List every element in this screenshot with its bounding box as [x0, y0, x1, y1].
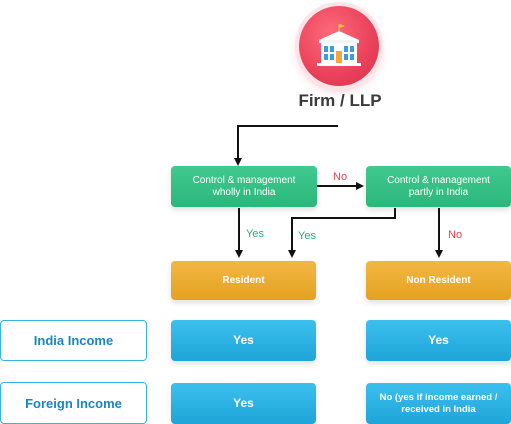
cell-foreign-non-resident: No (yes if income earned / received in I…	[366, 383, 511, 424]
node-resident-label: Resident	[222, 274, 265, 286]
edge-label-no-right: No	[448, 229, 463, 241]
edge-label-yes-left: Yes	[246, 228, 264, 240]
firm-icon-circle	[299, 6, 379, 86]
row-label-foreign-income: Foreign Income	[0, 382, 147, 424]
government-building-icon	[317, 24, 361, 66]
node-non-resident: Non Resident	[366, 261, 511, 300]
cell-india-resident: Yes	[171, 320, 316, 361]
cell-foreign-non-resident-text: No (yes if income earned / received in I…	[379, 392, 498, 415]
page-title: Firm / LLP	[298, 91, 382, 110]
node-resident: Resident	[171, 261, 316, 300]
node-control-partly-label: Control & management partly in India	[387, 174, 490, 198]
node-control-wholly-label: Control & management wholly in India	[192, 174, 296, 198]
cell-india-non-resident-text: Yes	[428, 333, 449, 348]
arrow-partly-to-resident	[288, 208, 396, 258]
edge-label-no-top: No	[333, 171, 348, 183]
arrow-title-to-wholly	[234, 125, 338, 166]
row-label-foreign-income-text: Foreign Income	[25, 395, 122, 411]
row-label-india-income-text: India Income	[33, 333, 114, 348]
node-control-wholly: Control & management wholly in India	[171, 166, 317, 207]
cell-india-resident-text: Yes	[233, 333, 254, 348]
edge-label-yes-diagonal: Yes	[298, 230, 316, 242]
row-label-india-income: India Income	[0, 320, 147, 361]
cell-foreign-resident: Yes	[171, 383, 316, 424]
cell-india-non-resident: Yes	[366, 320, 511, 361]
cell-foreign-resident-text: Yes	[233, 396, 254, 411]
node-non-resident-label: Non Resident	[406, 274, 471, 286]
node-control-partly: Control & management partly in India	[366, 166, 511, 207]
